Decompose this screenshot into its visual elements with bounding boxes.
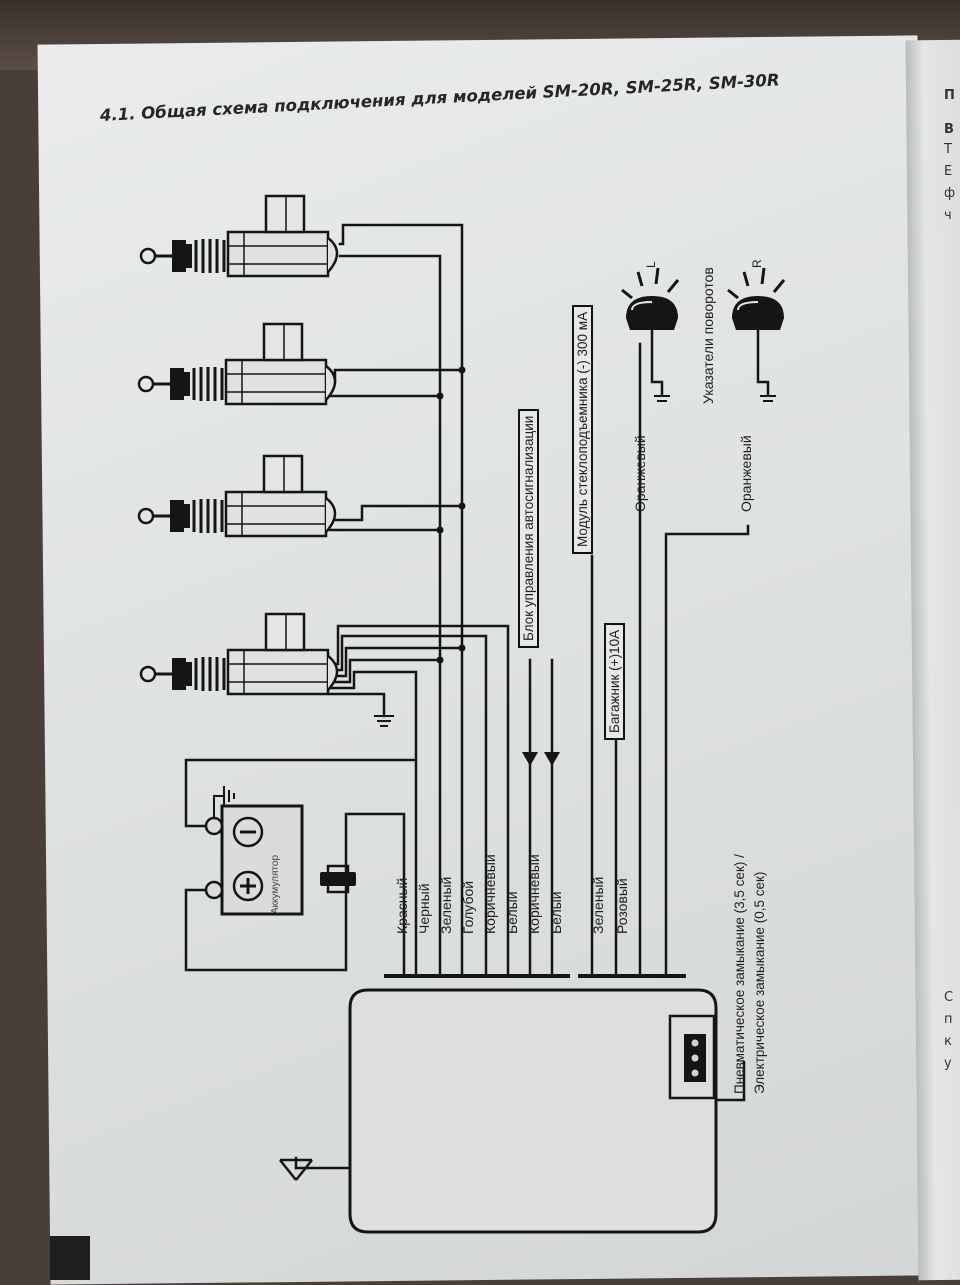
right-page-fragment: С	[944, 990, 954, 1005]
right-page-fragment: п	[944, 1012, 953, 1027]
jumper-label-pneumatic: Пневматическое замыкание (3,5 сек) /	[732, 854, 747, 1094]
door-lock-actuator-3	[137, 454, 337, 538]
turn-signal-lamp-left-icon	[621, 267, 680, 402]
right-page-fragment: у	[944, 1056, 952, 1071]
wire-label-red: Красный	[394, 877, 410, 934]
right-page-fragment: Е	[944, 164, 953, 179]
window-module-label: Модуль стеклоподъемника (-) 300 мА	[572, 304, 593, 554]
jumper-label-electric: Электрическое замыкание (0,5 сек)	[752, 871, 767, 1094]
lamp-right-label: R	[750, 259, 764, 268]
wire-label-brown-2: Коричневый	[526, 854, 542, 934]
wire-label-brown: Коричневый	[482, 854, 498, 934]
right-page-fragment: П	[944, 88, 955, 103]
ground-icon	[374, 715, 394, 727]
right-page-fragment: к	[944, 1034, 952, 1049]
door-lock-actuator-4	[139, 612, 339, 696]
orange-wire-right-label: Оранжевый	[738, 435, 754, 512]
page-corner-mark	[50, 1236, 90, 1280]
battery-ground-icon	[213, 786, 235, 818]
right-page-fragment: ч	[944, 208, 952, 223]
door-lock-actuator-2	[137, 322, 337, 406]
lamp-left-label: L	[644, 261, 658, 268]
wire-label-green-2: Зеленый	[590, 876, 606, 934]
right-page-fragment: Т	[944, 142, 952, 157]
wire-label-white-2: Белый	[548, 891, 564, 934]
trunk-label: Багажник (+)10А	[604, 622, 625, 740]
right-page-fragment: В	[944, 122, 954, 137]
right-page-fragment: ф	[944, 186, 956, 201]
alarm-main-unit	[348, 988, 718, 1234]
turn-signal-lamp-right-icon	[727, 267, 786, 402]
turn-signals-label: Указатели поворотов	[700, 267, 716, 404]
battery-label: Аккумулятор	[270, 854, 281, 914]
wire-label-blue: Голубой	[460, 880, 476, 934]
wire-label-green: Зеленый	[438, 876, 454, 934]
orange-wire-left-label: Оранжевый	[632, 435, 648, 512]
battery-icon	[204, 804, 304, 916]
antenna-icon	[279, 1158, 313, 1181]
alarm-unit-label: Блок управления автосигнализации	[518, 408, 539, 648]
fuse-icon	[320, 864, 356, 894]
wire-label-pink: Розовый	[614, 878, 630, 934]
wire-label-white: Белый	[504, 891, 520, 934]
wire-label-black: Черный	[416, 883, 432, 934]
door-lock-actuator-1	[139, 194, 339, 278]
